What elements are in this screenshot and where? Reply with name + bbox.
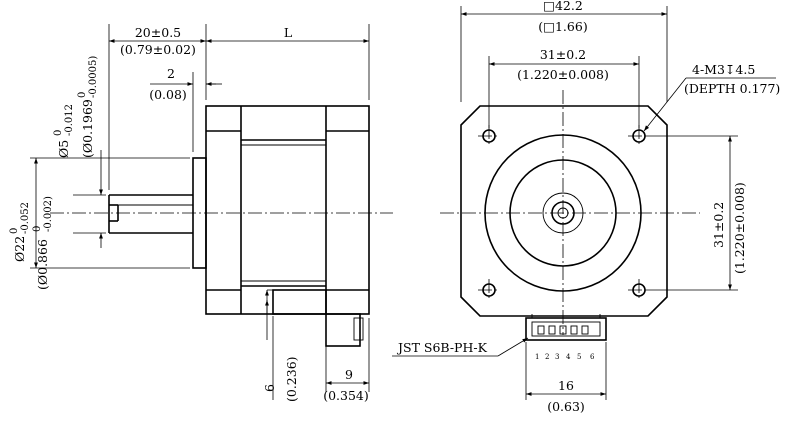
side-view: 20±0.5 (0.79±0.02) L 2 (0.08) Ø5 xyxy=(9,24,393,403)
dim-shaft-length: 20±0.5 (0.79±0.02) xyxy=(108,24,206,190)
boss-dim-inch-text: (0.08) xyxy=(149,87,187,102)
mount-holes-text: 4-M3↧4.5 xyxy=(692,62,755,77)
conn-width-inch-text: (0.354) xyxy=(323,388,369,403)
dim-shaft-diameter: Ø5 0 -0.012 (Ø0.1969 0 -0.0005) xyxy=(53,56,106,248)
motor-face-square xyxy=(460,105,668,317)
connector-width-inch-text: (0.63) xyxy=(547,399,585,414)
dim-hole-spacing-v: 31±0.2 (1.220±0.008) xyxy=(647,135,747,291)
shaft-dia-tol-top: 0 xyxy=(53,130,64,136)
face-pilot-circle xyxy=(509,159,617,267)
pilot-dia-inch-tol-bot: -0.002) xyxy=(43,196,54,232)
dim-boss-height: 2 (0.08) xyxy=(149,66,222,152)
pin-3: 3 xyxy=(555,353,559,361)
connector-text: JST S6B-PH-K xyxy=(396,340,488,355)
hole-spacing-h-text: 31±0.2 xyxy=(540,47,586,62)
pin-4: 4 xyxy=(566,353,571,361)
connector-front xyxy=(525,314,607,341)
mount-hole-callout: 4-M3↧4.5 (DEPTH 0.177) xyxy=(643,62,780,132)
connector-pin-numbers: 1 2 3 4 5 6 xyxy=(535,353,595,361)
hole-spacing-v-text: 31±0.2 xyxy=(711,202,726,248)
dim-connector-front-width: 16 (0.63) xyxy=(525,342,607,414)
face-outer-circle xyxy=(484,134,642,292)
motor-shaft xyxy=(108,194,193,234)
dim-hole-spacing-h: 31±0.2 (1.220±0.008) xyxy=(488,47,640,128)
conn-width-text: 9 xyxy=(345,367,353,382)
connector-width-text: 16 xyxy=(558,378,574,393)
pilot-dia-inch-text: (Ø0.866 xyxy=(35,239,50,290)
pin-2: 2 xyxy=(545,353,549,361)
conn-offset-inch-text: (0.236) xyxy=(284,356,299,402)
face-hub-circle xyxy=(542,192,584,234)
connector-callout: JST S6B-PH-K xyxy=(392,337,529,357)
pilot-dia-text: Ø22 xyxy=(12,236,27,262)
body-size-text: □42.2 xyxy=(543,0,583,13)
pilot-dia-tol-top: 0 xyxy=(9,228,20,234)
mount-holes-depth-text: (DEPTH 0.177) xyxy=(684,81,780,96)
boss-dim-text: 2 xyxy=(167,66,175,81)
pilot-dia-tol-bot: -0.052 xyxy=(20,202,31,234)
pilot-dia-inch-tol-top: 0 xyxy=(32,226,43,232)
hole-spacing-v-inch-text: (1.220±0.008) xyxy=(732,182,747,274)
conn-offset-text: 6 xyxy=(262,384,277,392)
dim-connector-width: 9 (0.354) xyxy=(323,318,370,403)
dim-connector-offset: 6 (0.236) xyxy=(260,289,299,402)
shaft-dia-inch-tol-bot: -0.0005) xyxy=(88,56,99,98)
pin-6: 6 xyxy=(590,353,595,361)
mounting-holes xyxy=(478,125,650,301)
shaft-dia-tol-bot: -0.012 xyxy=(64,104,75,136)
dim-pilot-diameter: Ø22 0 -0.052 (Ø0.866 0 -0.002) xyxy=(9,157,190,290)
length-dim-text: L xyxy=(284,25,292,40)
shaft-dia-inch-tol-top: 0 xyxy=(77,92,88,98)
flange-dim-inch-text: (0.79±0.02) xyxy=(120,42,196,57)
flange-dim-text: 20±0.5 xyxy=(135,25,181,40)
dim-body-length: L xyxy=(205,24,370,100)
shaft-end-circle xyxy=(551,201,575,225)
shaft-dia-text: Ø5 xyxy=(56,140,71,158)
shaft-dia-inch-text: (Ø0.1969 xyxy=(80,99,95,158)
front-view: 1 2 3 4 5 6 □42.2 (□1.66) 31±0.2 (1.220±… xyxy=(392,0,780,414)
dim-body-size: □42.2 (□1.66) xyxy=(460,0,668,102)
shaft-flat-circle xyxy=(557,207,569,219)
hole-spacing-h-inch-text: (1.220±0.008) xyxy=(517,67,609,82)
motor-body-side xyxy=(205,105,370,315)
pin-5: 5 xyxy=(577,353,581,361)
pin-1: 1 xyxy=(535,353,539,361)
body-size-inch-text: (□1.66) xyxy=(538,19,587,34)
connector-side xyxy=(272,289,364,347)
